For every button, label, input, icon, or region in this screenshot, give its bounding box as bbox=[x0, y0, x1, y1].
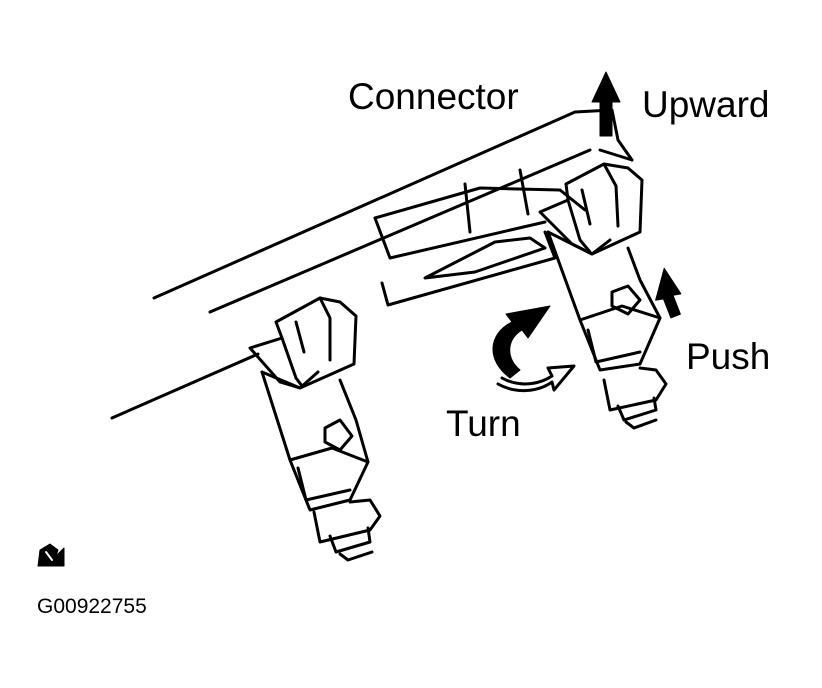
push-label: Push bbox=[686, 336, 771, 377]
turn-label: Turn bbox=[446, 403, 521, 444]
upward-label: Upward bbox=[642, 84, 770, 125]
push-arrow-icon bbox=[655, 267, 682, 319]
figure-code: G00922755 bbox=[37, 595, 147, 618]
reference-mark-icon bbox=[37, 543, 65, 567]
connector-label: Connector bbox=[348, 76, 519, 117]
injector-right bbox=[538, 162, 668, 430]
upward-arrow-icon bbox=[591, 71, 621, 137]
turn-arrow-icon bbox=[492, 305, 576, 392]
injector-left bbox=[248, 296, 382, 562]
